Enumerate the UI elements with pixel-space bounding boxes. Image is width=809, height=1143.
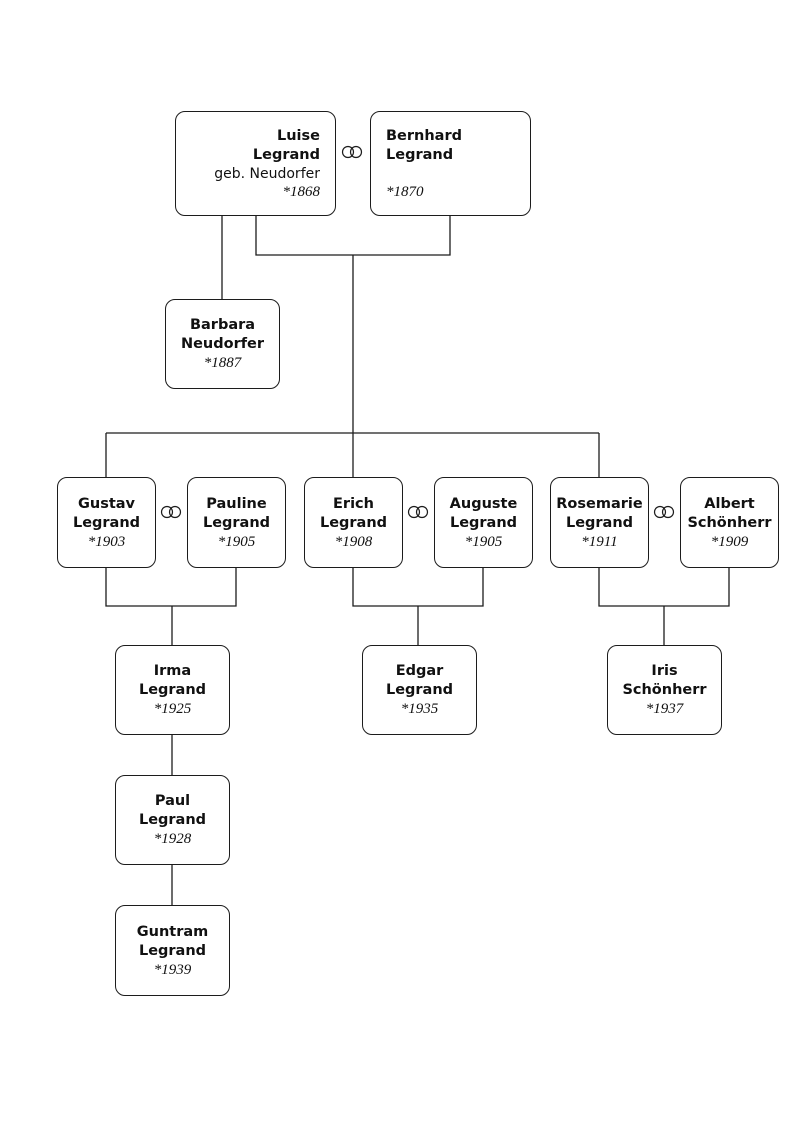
first-name: Pauline	[206, 495, 267, 512]
first-name: Edgar	[395, 663, 444, 679]
birth-year: *1935	[400, 701, 439, 717]
connector-luise-bernhard-couple	[255, 215, 451, 256]
connector-gustav-pauline-couple	[105, 567, 237, 607]
connector-erich-auguste-couple	[352, 567, 484, 607]
person-card-barbara: Barbara Neudorfer *1887	[165, 299, 280, 389]
birth-year: *1928	[153, 831, 192, 847]
birth-year: *1939	[153, 961, 192, 978]
person-card-guntram: Guntram Legrand *1939	[115, 905, 230, 996]
birth-year: *1905	[217, 533, 256, 550]
birth-year: *1887	[203, 355, 242, 371]
last-name: Legrand	[138, 812, 207, 828]
person-card-auguste: Auguste Legrand *1905	[434, 477, 533, 568]
first-name: Albert	[704, 495, 755, 512]
person-card-gustav: Gustav Legrand *1903	[57, 477, 156, 568]
last-name: Legrand	[138, 942, 207, 959]
person-card-bernhard: Bernhard Legrand *1870	[370, 111, 531, 216]
birth-year: *1911	[581, 533, 618, 550]
person-card-paul: Paul Legrand *1928	[115, 775, 230, 865]
birth-year: *1908	[334, 533, 373, 550]
last-name: Legrand	[449, 514, 518, 531]
last-name: Legrand	[72, 514, 141, 531]
first-name: Bernhard	[386, 127, 462, 144]
connector-rosemarie-albert-couple	[598, 567, 730, 607]
birth-year: *1937	[645, 701, 684, 717]
first-name: Rosemarie	[556, 495, 643, 512]
last-name: Legrand	[565, 514, 634, 531]
first-name: Gustav	[77, 495, 136, 512]
last-name: Legrand	[386, 146, 454, 163]
person-card-edgar: Edgar Legrand *1935	[362, 645, 477, 735]
spacer	[386, 165, 390, 183]
first-name: Irma	[153, 663, 192, 679]
person-card-erich: Erich Legrand *1908	[304, 477, 403, 568]
last-name: Neudorfer	[180, 336, 265, 352]
first-name: Guntram	[136, 923, 209, 940]
birth-year: *1925	[153, 701, 192, 717]
birth-year: *1868	[282, 183, 321, 200]
first-name: Barbara	[189, 317, 256, 333]
birth-year: *1903	[87, 533, 126, 550]
person-card-irma: Irma Legrand *1925	[115, 645, 230, 735]
interlocking-rings-icon	[653, 505, 675, 519]
last-name: Schönherr	[622, 682, 707, 698]
interlocking-rings-icon	[407, 505, 429, 519]
first-name: Paul	[154, 793, 191, 809]
interlocking-rings-icon	[341, 145, 363, 159]
last-name: Legrand	[319, 514, 388, 531]
person-card-pauline: Pauline Legrand *1905	[187, 477, 286, 568]
birth-year: *1905	[464, 533, 503, 550]
first-name: Erich	[333, 495, 374, 512]
first-name: Luise	[277, 127, 320, 144]
first-name: Iris	[651, 663, 678, 679]
person-card-luise: Luise Legrand geb. Neudorfer *1868	[175, 111, 336, 216]
person-card-rosemarie: Rosemarie Legrand *1911	[550, 477, 649, 568]
person-card-iris: Iris Schönherr *1937	[607, 645, 722, 735]
last-name: Legrand	[202, 514, 271, 531]
maiden-name: geb. Neudorfer	[214, 165, 320, 182]
first-name: Auguste	[449, 495, 518, 512]
last-name: Legrand	[138, 682, 207, 698]
last-name: Legrand	[252, 146, 320, 163]
person-card-albert: Albert Schönherr *1909	[680, 477, 779, 568]
last-name: Legrand	[385, 682, 454, 698]
birth-year: *1909	[710, 533, 749, 550]
interlocking-rings-icon	[160, 505, 182, 519]
last-name: Schönherr	[687, 514, 772, 531]
birth-year: *1870	[386, 183, 424, 200]
